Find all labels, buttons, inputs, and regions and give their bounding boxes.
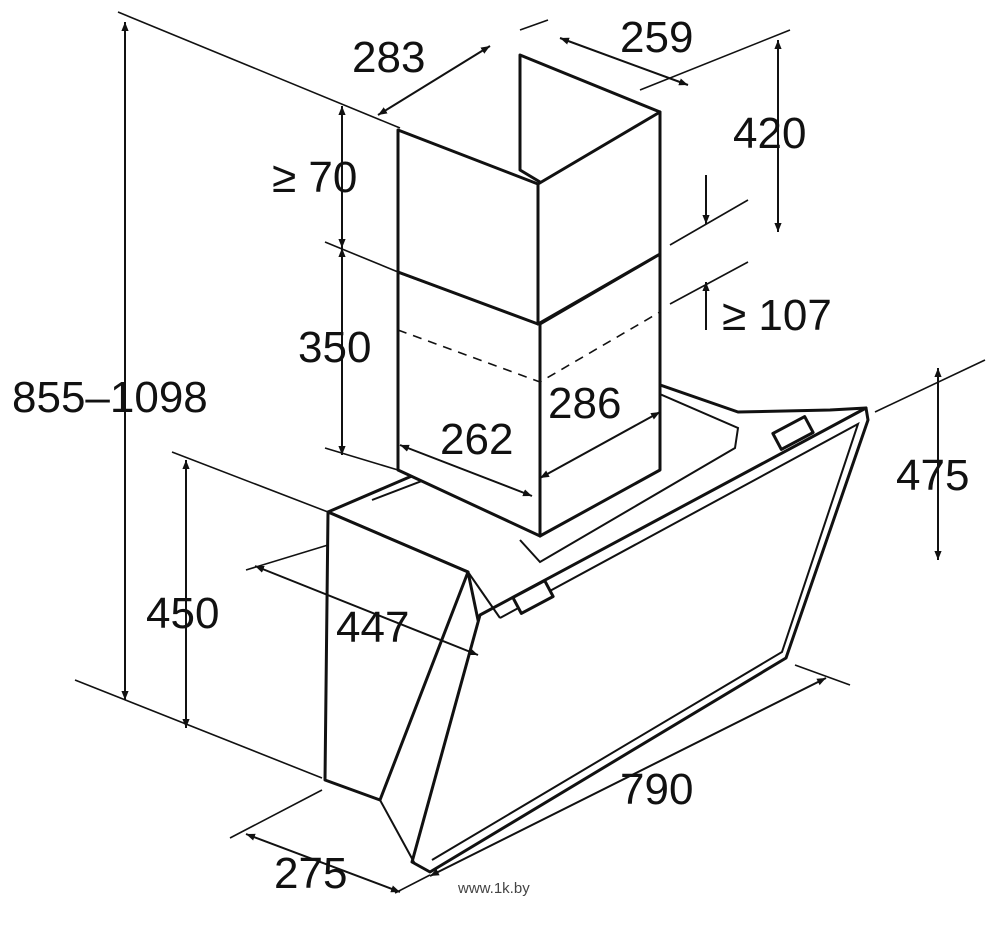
label-body-depth: 447 [336,603,409,652]
label-min-overlap: ≥ 70 [272,153,357,202]
dim-arrow-base-depth [245,833,401,893]
label-upper-duct-height: 420 [733,109,806,158]
label-lower-duct-height: 350 [298,323,371,372]
dimension-labels: 855–1098 283 259 420 ≥ 70 350 ≥ 107 262 … [12,13,969,898]
label-duct-width: 283 [352,33,425,82]
label-height-total: 855–1098 [12,373,208,422]
label-top-clearance: ≥ 107 [722,291,832,340]
dim-arrow-duct-depth [559,37,689,86]
lower-duct-hidden-line [397,311,661,383]
upper-duct-side [536,110,662,326]
dim-arrow-inner-depth [539,411,661,479]
dimension-arrows [121,22,942,893]
label-inner-depth: 286 [548,379,621,428]
label-canopy-height: 475 [896,451,969,500]
label-duct-depth: 259 [620,13,693,62]
watermark: www.1k.by [457,880,530,897]
dim-arrow-width [429,677,827,877]
extension-lines [74,11,986,894]
dim-arrow-duct-width [377,45,491,116]
hood-front-lower-edge [379,799,416,865]
label-base-depth: 275 [274,849,347,898]
label-body-height: 450 [146,589,219,638]
hinge-right [771,415,815,451]
dim-arrow-body-depth [254,565,479,656]
label-width: 790 [620,765,693,814]
dim-arrow-inner-width [399,444,533,497]
upper-duct [396,53,662,326]
label-inner-width: 262 [440,415,513,464]
hinge-left [511,579,555,615]
